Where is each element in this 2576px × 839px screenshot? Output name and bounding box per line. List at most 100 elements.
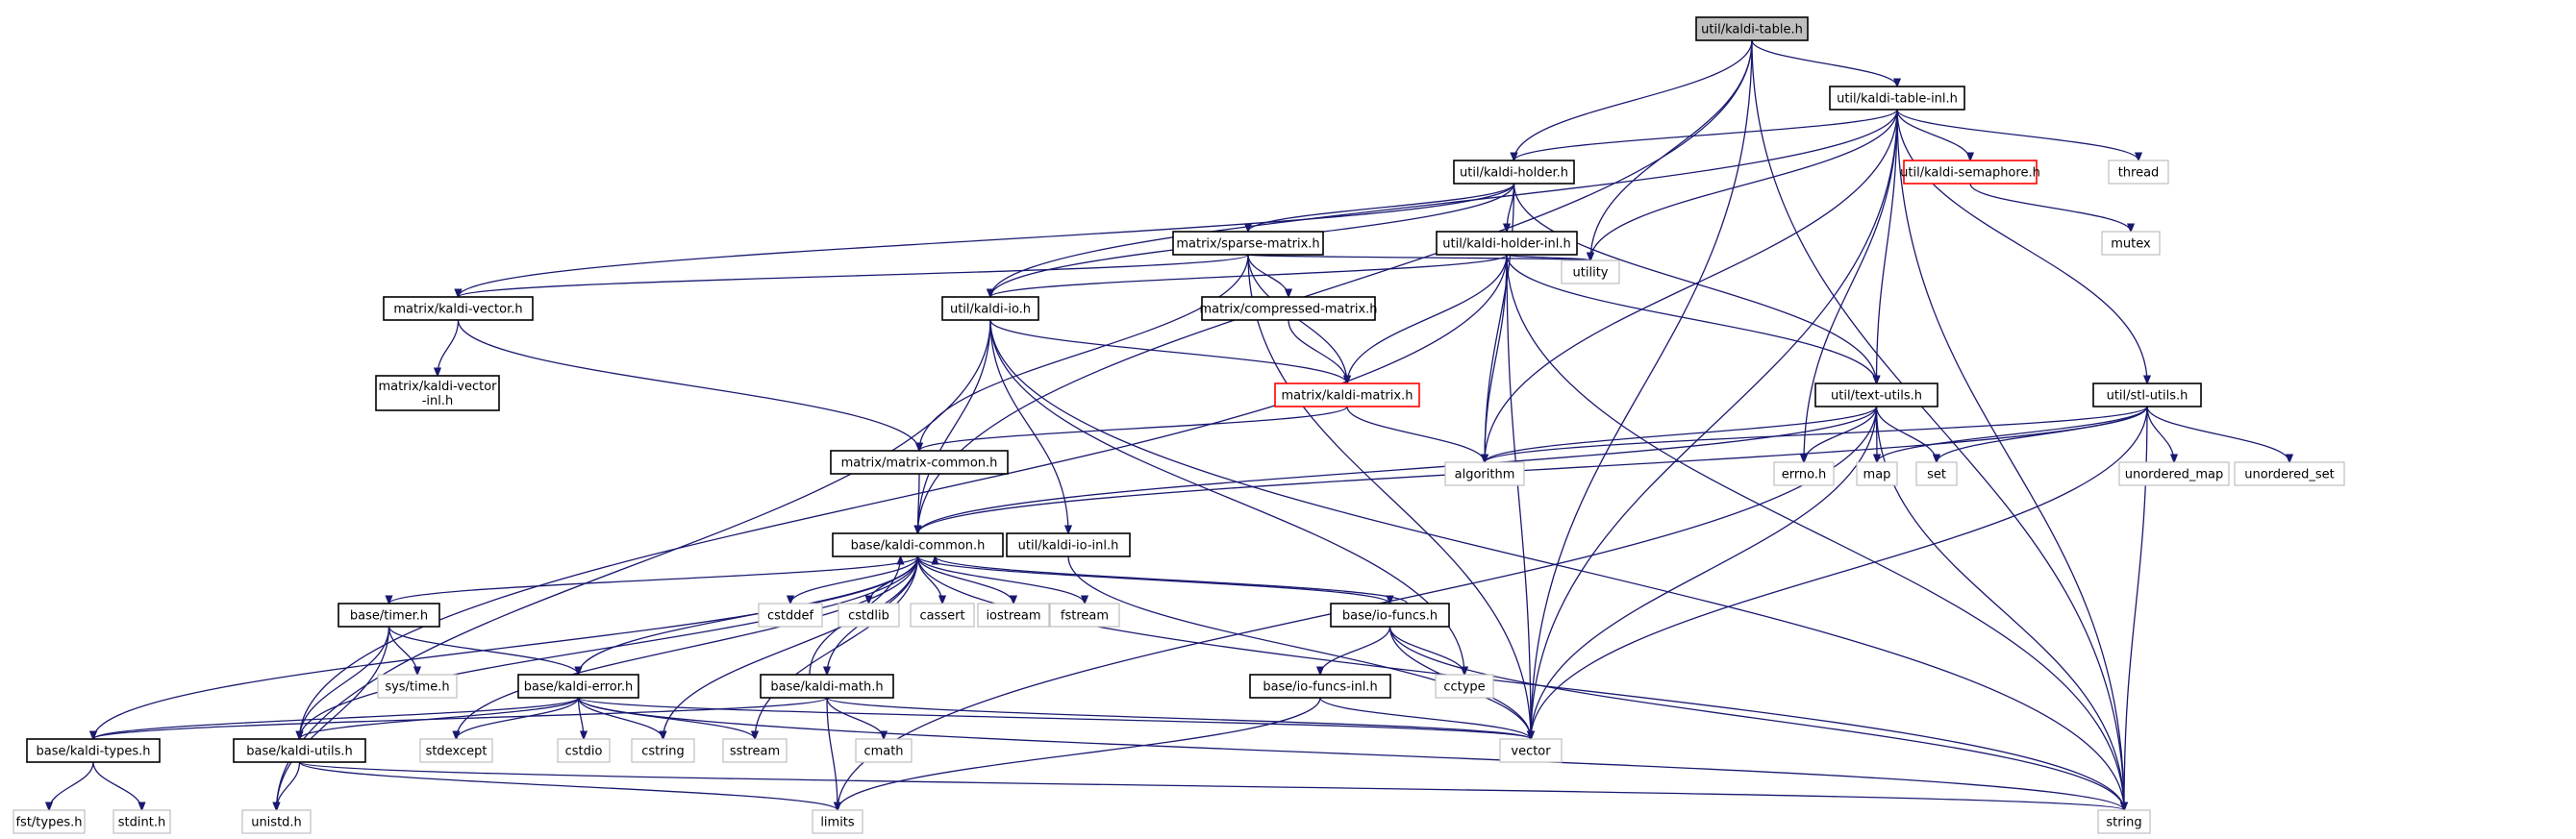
node-label-unistd: unistd.h xyxy=(251,816,302,830)
header-nodes: util/kaldi-table.h util/kaldi-table-inl.h… xyxy=(13,16,2345,834)
node-ktypes[interactable]: base/kaldi-types.h xyxy=(26,738,161,763)
node-label-umap: unordered_map xyxy=(2125,468,2224,482)
edge-stl-to-kcommon xyxy=(918,406,2148,533)
edge-kerror-to-ktypes xyxy=(93,697,580,740)
edge-kerror-to-cstring xyxy=(577,697,663,739)
node-box-kutils xyxy=(233,738,366,763)
node-label-errno: errno.h xyxy=(1782,468,1827,482)
node-label-cstring: cstring xyxy=(641,745,684,759)
node-box-kio xyxy=(941,296,1039,321)
node-fst: fst/types.h xyxy=(13,809,86,834)
edge-kcommon-to-iofuncs xyxy=(916,555,1390,605)
node-errno: errno.h xyxy=(1773,461,1835,486)
node-cstring: cstring xyxy=(631,738,695,763)
node-label-root: util/kaldi-table.h xyxy=(1701,23,1803,37)
node-kio[interactable]: util/kaldi-io.h xyxy=(941,296,1039,321)
node-kmat[interactable]: matrix/kaldi-matrix.h xyxy=(1274,382,1420,407)
edge-kmath-to-limits xyxy=(826,697,838,810)
node-label-uset: unordered_set xyxy=(2244,468,2334,482)
node-label-iofuncs: base/io-funcs.h xyxy=(1342,609,1438,624)
edge-sema-to-mutex xyxy=(1969,183,2131,232)
edge-root-to-vector xyxy=(1531,39,1753,739)
node-root[interactable]: util/kaldi-table.h xyxy=(1695,16,1809,41)
node-iofuncs[interactable]: base/io-funcs.h xyxy=(1330,603,1450,628)
node-box-umap xyxy=(2118,461,2230,486)
edge-holder-to-text xyxy=(1513,183,1877,383)
node-kvinl[interactable]: matrix/kaldi-vector-inl.h xyxy=(375,375,500,411)
node-kvec[interactable]: matrix/kaldi-vector.h xyxy=(383,296,534,321)
edge-kcommon-to-string xyxy=(916,555,2125,810)
node-label-string: string xyxy=(2106,816,2141,830)
node-kmath[interactable]: base/kaldi-math.h xyxy=(760,674,894,699)
node-holder[interactable]: util/kaldi-holder.h xyxy=(1453,160,1575,185)
node-box-algorithm xyxy=(1444,461,1525,486)
edge-text-to-vector xyxy=(1531,406,1878,739)
node-iostream: iostream xyxy=(977,603,1050,628)
node-mutex: mutex xyxy=(2101,231,2161,256)
node-box-string xyxy=(2097,809,2151,834)
node-box-cstddef xyxy=(758,603,823,628)
edge-stl-to-vector xyxy=(1531,406,2148,739)
node-sparse[interactable]: matrix/sparse-matrix.h xyxy=(1172,231,1324,256)
node-box-timer xyxy=(338,603,440,628)
node-sema[interactable]: util/kaldi-semaphore.h xyxy=(1900,160,2040,185)
edge-kutils-to-string xyxy=(298,761,2125,810)
edge-tinl-to-vector xyxy=(1531,109,1898,739)
edge-kutils-to-limits xyxy=(298,761,838,811)
node-kioinl[interactable]: util/kaldi-io-inl.h xyxy=(1006,532,1131,557)
node-box-limits xyxy=(812,809,863,834)
node-label-vector: vector xyxy=(1511,745,1551,759)
edge-stl-to-algorithm xyxy=(1485,406,2148,463)
node-box-kioinl xyxy=(1006,532,1131,557)
edge-kcommon-to-sstream xyxy=(755,555,919,739)
edge-kmath-to-cmath xyxy=(826,697,884,739)
node-box-thread xyxy=(2108,160,2169,185)
node-ioinl[interactable]: base/io-funcs-inl.h xyxy=(1249,674,1391,699)
edge-tinl-to-sema xyxy=(1896,109,1970,160)
edge-iofuncs-to-kcommon xyxy=(936,555,1409,605)
edge-text-to-kcommon xyxy=(918,406,1878,533)
node-text[interactable]: util/text-utils.h xyxy=(1814,382,1938,407)
edge-root-to-utility xyxy=(1590,39,1753,260)
edge-kcommon-to-fstream xyxy=(916,555,1086,604)
edge-kcommon-to-timer xyxy=(389,555,919,605)
edge-hinl-to-text xyxy=(1506,254,1877,383)
node-tinl[interactable]: util/kaldi-table-inl.h xyxy=(1829,86,1965,111)
node-label-cstdlib: cstdlib xyxy=(848,609,889,624)
node-box-iostream xyxy=(977,603,1050,628)
edge-kmat-to-mcommon xyxy=(919,406,1348,452)
node-label-sema: util/kaldi-semaphore.h xyxy=(1900,166,2040,181)
edge-kio-to-kcommon xyxy=(918,319,991,533)
node-box-ioinl xyxy=(1249,674,1391,699)
node-box-vector xyxy=(1499,738,1563,763)
node-label-kioinl: util/kaldi-io-inl.h xyxy=(1018,539,1119,554)
node-kutils[interactable]: base/kaldi-utils.h xyxy=(233,738,366,763)
node-mcommon[interactable]: matrix/matrix-common.h xyxy=(830,450,1009,475)
node-cstddef: cstddef xyxy=(758,603,823,628)
edge-cmat-to-kmat xyxy=(1288,319,1347,383)
node-kerror[interactable]: base/kaldi-error.h xyxy=(517,674,639,699)
edge-iofuncs-to-ioinl xyxy=(1320,626,1391,675)
edge-sparse-to-cmat xyxy=(1247,254,1288,297)
node-label-kvinl: matrix/kaldi-vector-inl.h xyxy=(378,380,497,408)
node-cmat[interactable]: matrix/compressed-matrix.h xyxy=(1199,296,1378,321)
node-timer[interactable]: base/timer.h xyxy=(338,603,440,628)
node-label-utility: utility xyxy=(1573,266,1609,281)
node-uset: unordered_set xyxy=(2234,461,2345,486)
node-box-mcommon xyxy=(830,450,1009,475)
node-kcommon[interactable]: base/kaldi-common.h xyxy=(832,532,1004,557)
node-box-sstream xyxy=(722,738,788,763)
node-box-unistd xyxy=(241,809,312,834)
edge-ktypes-to-stdint xyxy=(92,761,142,810)
node-box-kcommon xyxy=(832,532,1004,557)
edge-tinl-to-algorithm xyxy=(1485,109,1898,462)
node-box-cstdio xyxy=(557,738,611,763)
node-stl[interactable]: util/stl-utils.h xyxy=(2092,382,2202,407)
node-box-cstring xyxy=(631,738,695,763)
edge-holder-to-kvec xyxy=(459,183,1515,297)
node-hinl[interactable]: util/kaldi-holder-inl.h xyxy=(1436,231,1578,256)
edge-timer-to-systime xyxy=(388,626,418,675)
edge-kcommon-to-cstddef xyxy=(790,555,919,604)
node-box-tinl xyxy=(1829,86,1965,111)
